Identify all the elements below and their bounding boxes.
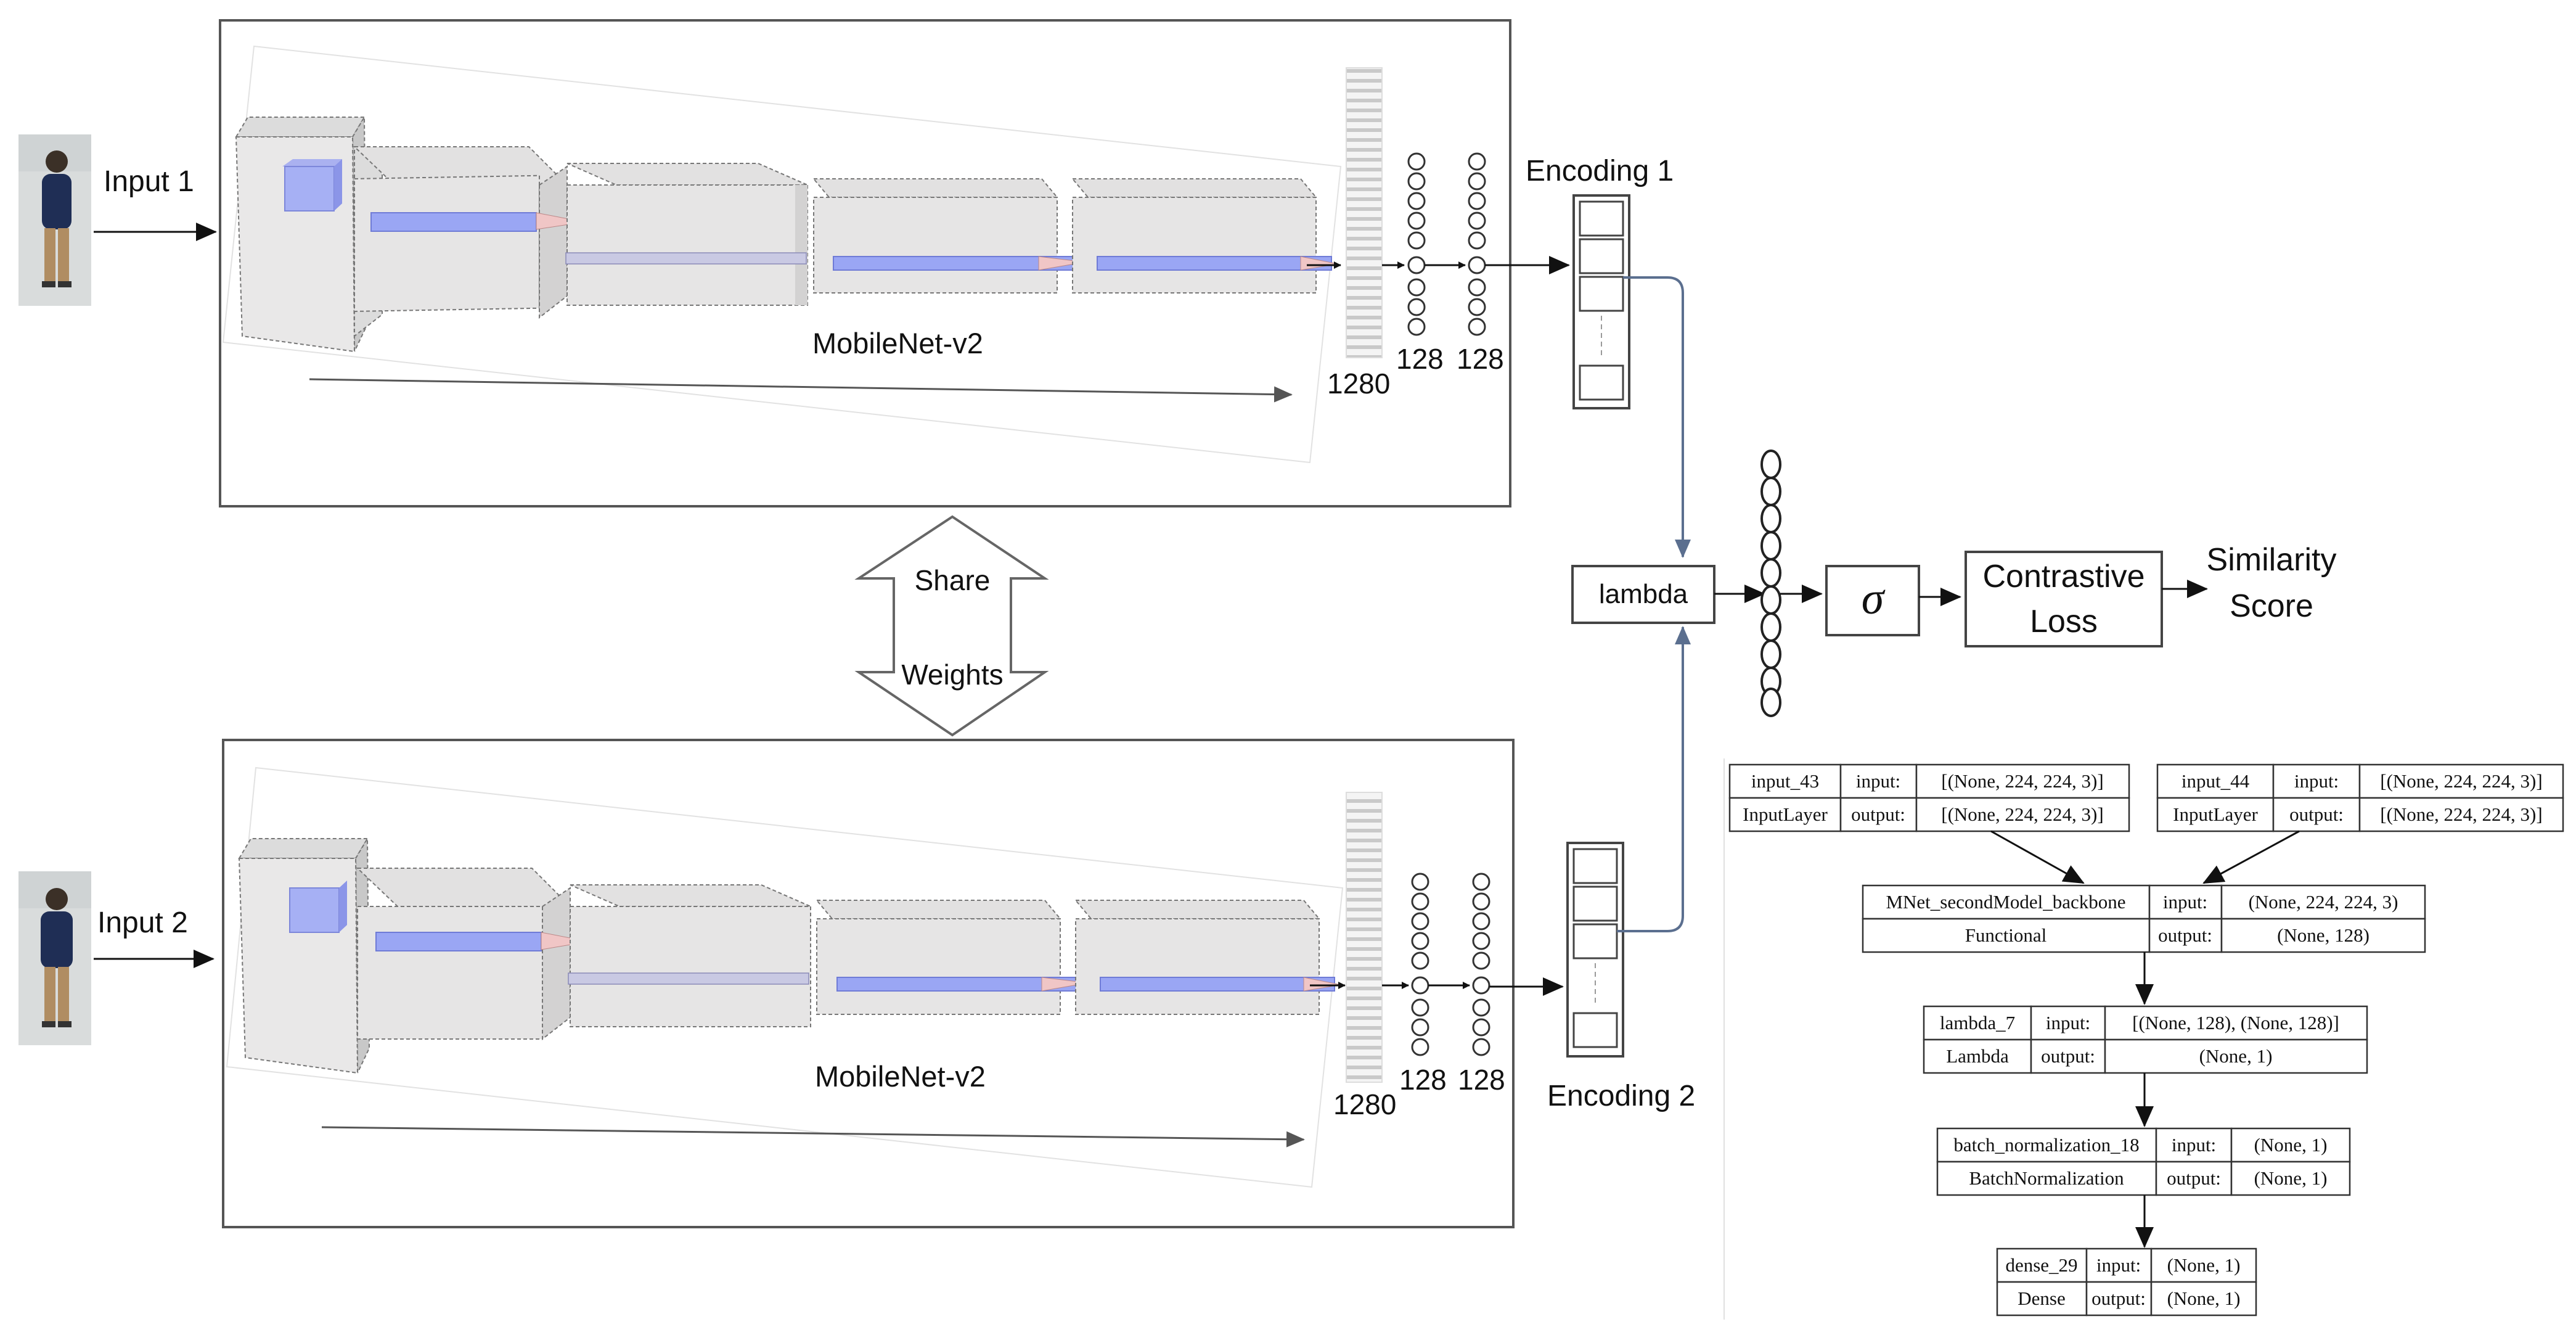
person-photo-1 (18, 134, 91, 306)
layer-lambda-7 (1923, 1005, 2368, 1074)
feature-vector-1280-1 (1346, 67, 1383, 358)
encoding-vector-1 (1572, 194, 1630, 409)
share-weights-arrow (854, 515, 1049, 737)
dense-29-out-label: output: (2091, 1288, 2146, 1309)
lambda-7-out-shape: (None, 1) (2199, 1045, 2273, 1067)
network-frame-1 (219, 19, 1511, 507)
input-44-name: input_44 (2181, 770, 2250, 792)
batchnorm-18-in-label: input: (2172, 1134, 2216, 1156)
dense-layer-2b (1472, 873, 1490, 1056)
input-44-in-shape: [(None, 224, 224, 3)] (2380, 770, 2542, 792)
dim-label-1280-2: 1280 (1333, 1088, 1396, 1120)
encoding-2-to-lambda (1617, 626, 1691, 932)
encoding-2-label: Encoding 2 (1547, 1080, 1695, 1112)
batchnorm-18-type: BatchNormalization (1969, 1167, 2124, 1189)
input-2-label: Input 2 (97, 906, 188, 939)
network-frame-2 (222, 739, 1515, 1228)
lambda-7-out-label: output: (2041, 1045, 2095, 1067)
input-43-out-shape: [(None, 224, 224, 3)] (1941, 803, 2103, 825)
batchnorm-18-out-label: output: (2167, 1167, 2221, 1189)
backbone-name: MNet_secondModel_backbone (1886, 891, 2125, 913)
input-44-in-label: input: (2294, 770, 2339, 792)
dim-label-128a-2: 128 (1399, 1064, 1447, 1096)
contrastive-loss-box (1965, 551, 2163, 647)
inner-rotated-frame-2 (226, 766, 1344, 1188)
dim-label-1280-1: 1280 (1327, 368, 1390, 400)
network-label-2: MobileNet-v2 (815, 1060, 986, 1093)
lambda-7-name: lambda_7 (1940, 1012, 2015, 1033)
person-photo-2 (18, 871, 91, 1045)
backbone-in-shape: (None, 224, 224, 3) (2249, 891, 2398, 913)
network-label-1: MobileNet-v2 (812, 327, 983, 359)
share-label: Share (915, 564, 991, 596)
lambda-label: lambda (1599, 579, 1688, 609)
backbone-type: Functional (1965, 924, 2047, 946)
layer-input-44 (2156, 763, 2564, 832)
weights-label: Weights (901, 659, 1003, 691)
dense-29-name: dense_29 (2005, 1254, 2077, 1276)
input-43-in-shape: [(None, 224, 224, 3)] (1941, 770, 2103, 792)
dense-29-in-label: input: (2096, 1254, 2141, 1276)
branch-1: Input 1 (18, 19, 1674, 507)
layer-backbone (1862, 884, 2426, 953)
input-1-label: Input 1 (104, 165, 194, 198)
inner-rotated-frame-1 (222, 45, 1342, 464)
similarity-score-line1: Similarity (2207, 542, 2337, 578)
similarity-score-line2: Score (2230, 588, 2313, 624)
encoding-vector-2 (1566, 842, 1624, 1058)
input-43-type: InputLayer (1743, 803, 1828, 825)
layer-dense-29 (1996, 1247, 2257, 1317)
mobilenet-blocks-2 (238, 836, 1346, 1074)
layer-batchnorm-18 (1936, 1127, 2351, 1196)
depth-arrow-2 (321, 1126, 1305, 1148)
input-44-out-label: output: (2289, 803, 2344, 825)
backbone-out-shape: (None, 128) (2277, 924, 2370, 946)
encoding-1-label: Encoding 1 (1526, 155, 1674, 187)
distance-layer (1760, 450, 1781, 717)
loss-label-line1: Contrastive (1983, 559, 2145, 594)
depth-arrow-1 (309, 378, 1293, 403)
mobilenet-blocks-1 (235, 115, 1341, 353)
sigma-box (1825, 565, 1920, 636)
batchnorm-18-name: batch_normalization_18 (1953, 1134, 2139, 1156)
sigma-label: σ (1862, 573, 1886, 624)
lambda-7-type: Lambda (1946, 1045, 2009, 1067)
layer-input-43 (1728, 763, 2130, 832)
input-43-out-label: output: (1851, 803, 1905, 825)
lambda-7-in-shape: [(None, 128), (None, 128)] (2132, 1012, 2339, 1033)
input-44-type: InputLayer (2173, 803, 2258, 825)
dim-label-128b-2: 128 (1458, 1064, 1505, 1096)
dense-29-type: Dense (2018, 1288, 2065, 1309)
lambda-7-in-label: input: (2046, 1012, 2090, 1033)
model-summary: input_43 InputLayer input: output: [(Non… (1723, 758, 2564, 1320)
backbone-in-label: input: (2163, 891, 2207, 913)
encoding-1-to-lambda (1623, 276, 1691, 558)
dim-label-128b-1: 128 (1457, 343, 1504, 375)
input-44-out-shape: [(None, 224, 224, 3)] (2380, 803, 2542, 825)
input-43-name: input_43 (1751, 770, 1819, 792)
dim-label-128a-1: 128 (1396, 343, 1444, 375)
backbone-out-label: output: (2158, 924, 2212, 946)
batchnorm-18-out-shape: (None, 1) (2254, 1167, 2328, 1189)
input-43-in-label: input: (1856, 770, 1900, 792)
dense-29-out-shape: (None, 1) (2167, 1288, 2241, 1309)
feature-vector-1280-2 (1346, 792, 1383, 1083)
lambda-box (1571, 565, 1715, 624)
dense-layer-1a (1407, 152, 1426, 336)
dense-layer-2a (1411, 873, 1429, 1056)
dense-29-in-shape: (None, 1) (2167, 1254, 2241, 1276)
branch-2: Input 2 MobileN (18, 739, 1695, 1228)
dense-layer-1b (1468, 152, 1486, 336)
batchnorm-18-in-shape: (None, 1) (2254, 1134, 2328, 1156)
loss-label-line2: Loss (2030, 604, 2098, 639)
